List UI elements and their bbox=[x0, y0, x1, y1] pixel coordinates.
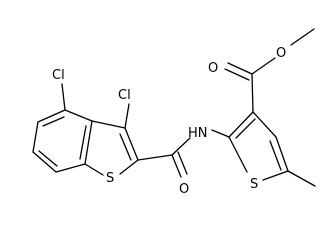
bond-c5t-methyl bbox=[287, 170, 316, 187]
bond-benzo-b bbox=[37, 109, 66, 123]
bond-benzo-d bbox=[32, 151, 57, 173]
bond-camide-n bbox=[171, 137, 191, 156]
molecule-drawing: Cl Cl S O HN O O S bbox=[32, 28, 316, 197]
bond-c3a-c3 bbox=[91, 120, 126, 129]
bond-c5t-s bbox=[262, 170, 289, 181]
atom-o-amide: O bbox=[179, 182, 189, 197]
bond-benzo-a bbox=[64, 109, 93, 122]
atom-label-layer: Cl Cl S O HN O O S bbox=[52, 46, 286, 197]
bond-layer bbox=[32, 28, 316, 187]
bond-benzo-c bbox=[32, 121, 39, 153]
bond-c3-cl bbox=[124, 103, 130, 129]
bond-c2t-c3t-inner bbox=[235, 118, 256, 139]
bond-n-c2t bbox=[211, 129, 230, 138]
atom-cl-3: Cl bbox=[118, 88, 131, 103]
bond-c4t-c5t bbox=[275, 136, 289, 172]
bond-cester-o-double bbox=[227, 62, 253, 75]
bond-s-c7a bbox=[84, 163, 104, 176]
bond-camide-o bbox=[171, 154, 182, 178]
bond-benzo-f bbox=[84, 120, 93, 165]
bond-benzo-e bbox=[55, 163, 86, 173]
bond-c3-c2 bbox=[124, 127, 139, 161]
bond-c4-cl bbox=[61, 83, 66, 111]
atom-o-ester-carbonyl: O bbox=[208, 61, 218, 76]
bond-c2-s bbox=[119, 159, 139, 175]
bond-benzo-f-inner bbox=[79, 125, 87, 160]
structure-canvas: Cl Cl S O HN O O S bbox=[32, 28, 316, 197]
bond-cester-o-double-second bbox=[224, 68, 250, 81]
bond-camide-o-second bbox=[177, 151, 188, 175]
bond-c3t-cester bbox=[251, 73, 254, 113]
bond-benzo-d-inner bbox=[38, 150, 58, 167]
bond-c3-c2-inner bbox=[119, 133, 132, 161]
atom-s-benzothiophene: S bbox=[106, 171, 114, 186]
atom-cl-4: Cl bbox=[52, 68, 65, 83]
bond-oether-methyl bbox=[290, 28, 315, 46]
atom-nh-amide: HN bbox=[188, 126, 208, 141]
bond-c4t-c5t-inner bbox=[269, 140, 282, 171]
bond-c2t-c3t bbox=[228, 111, 254, 138]
atom-s-thiophene: S bbox=[250, 177, 258, 192]
bond-c3t-c4t bbox=[252, 111, 277, 138]
bond-benzo-b-inner bbox=[42, 116, 65, 127]
atom-o-ester-ether: O bbox=[276, 46, 286, 61]
bond-c2-camide bbox=[137, 154, 173, 161]
bond-s-c2t bbox=[228, 136, 248, 173]
bond-cester-oether bbox=[251, 57, 276, 75]
